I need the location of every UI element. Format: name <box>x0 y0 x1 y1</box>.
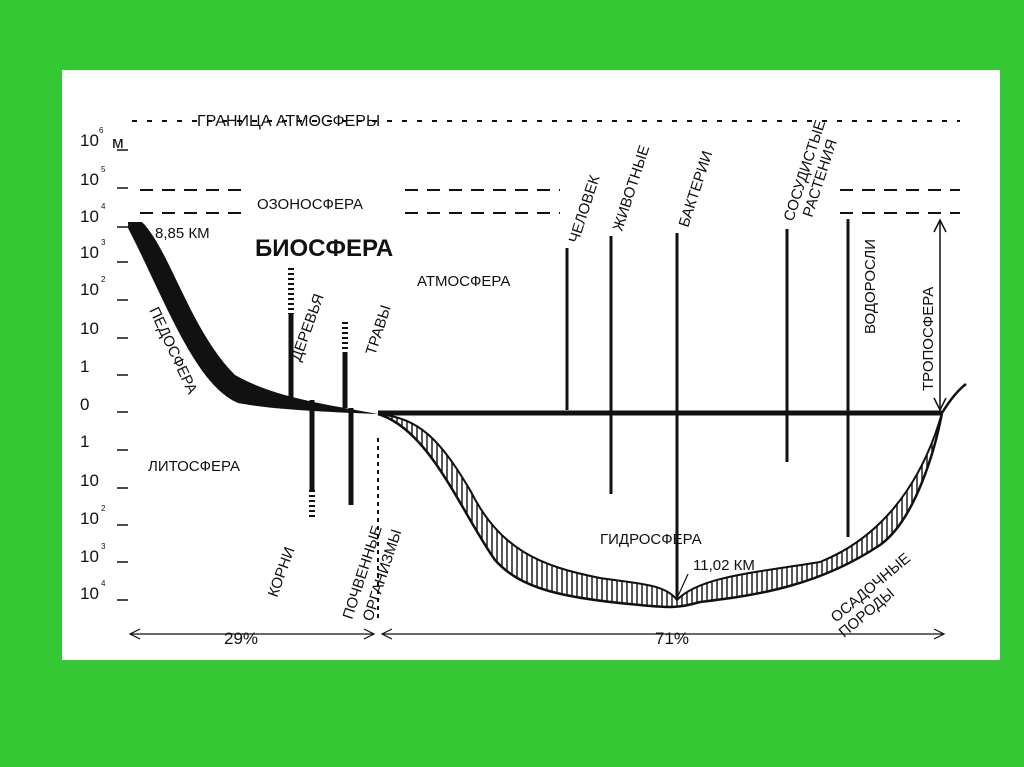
land-share-arrow-head-right <box>363 628 376 640</box>
lithosphere-label: ЛИТОСФЕРА <box>148 458 240 475</box>
sedimentary-rocks-band <box>377 412 943 608</box>
biosphere-title: БИОСФЕРА <box>255 235 393 262</box>
atmosphere-label: АТМОСФЕРА <box>417 273 510 290</box>
y-tick-label: 10 <box>80 207 99 226</box>
mountain-height-label: 8,85 КМ <box>155 225 210 242</box>
y-tick-label: 10 <box>80 131 99 150</box>
trees-label: ДЕРЕВЬЯ <box>288 292 328 364</box>
algae-label: ВОДОРОСЛИ <box>862 239 879 334</box>
ocean-depth-label: 11,02 КМ <box>693 557 755 574</box>
y-tick-exponent: 5 <box>101 165 106 174</box>
roots-label: КОРНИ <box>265 545 299 600</box>
y-tick-label: 10 <box>80 280 99 299</box>
land-share-arrow-head-left <box>128 628 141 640</box>
y-tick-label: 10 <box>80 509 99 528</box>
diagram-panel: 10 6 м 10 5 10 4 10 3 10 2 10 1 0 1 10 1… <box>62 70 1000 660</box>
sea-floor-bedrock-line <box>377 383 967 609</box>
grasses-label: ТРАВЫ <box>363 303 395 357</box>
troposphere-label: ТРОПОСФЕРА <box>920 287 937 391</box>
ocean-share-arrow-head-right <box>933 628 946 640</box>
animals-label: ЖИВОТНЫЕ <box>610 143 654 233</box>
y-axis-ticks <box>117 149 128 601</box>
y-tick-label: 10 <box>80 584 99 603</box>
y-axis-unit: м <box>112 133 124 152</box>
y-tick-exponent: 6 <box>99 126 104 135</box>
y-axis-labels: 10 6 м 10 5 10 4 10 3 10 2 10 1 0 1 10 1… <box>80 126 124 603</box>
y-tick-exponent: 4 <box>101 202 106 211</box>
y-tick-exponent: 3 <box>101 542 106 551</box>
ocean-bottom-line <box>377 412 943 602</box>
y-tick-exponent: 2 <box>101 504 106 513</box>
bacteria-label: БАКТЕРИИ <box>676 149 717 229</box>
troposphere-arrow-head-bottom <box>933 397 947 412</box>
y-tick-label: 10 <box>80 170 99 189</box>
human-label: ЧЕЛОВЕК <box>566 173 604 245</box>
y-tick-label: 10 <box>80 547 99 566</box>
troposphere-arrow-head-top <box>933 218 947 233</box>
y-tick-exponent: 3 <box>101 238 106 247</box>
y-tick-label: 0 <box>80 395 89 414</box>
biosphere-diagram: 10 6 м 10 5 10 4 10 3 10 2 10 1 0 1 10 1… <box>80 113 967 648</box>
atmosphere-boundary-label: ГРАНИЦА АТМОСФЕРЫ <box>197 113 380 130</box>
ocean-depth-pointer <box>677 573 689 597</box>
land-share-label: 29% <box>224 629 258 648</box>
y-tick-label: 10 <box>80 243 99 262</box>
y-tick-exponent: 4 <box>101 579 106 588</box>
hydrosphere-label: ГИДРОСФЕРА <box>600 531 702 548</box>
y-tick-label: 1 <box>80 432 89 451</box>
ocean-share-arrow-head-left <box>380 628 393 640</box>
y-tick-label: 10 <box>80 471 99 490</box>
y-tick-exponent: 2 <box>101 275 106 284</box>
pedosphere-band <box>128 222 378 414</box>
ocean-share-label: 71% <box>655 629 689 648</box>
y-tick-label: 1 <box>80 357 89 376</box>
ozonosphere-label: ОЗОНОСФЕРА <box>257 196 363 213</box>
y-tick-label: 10 <box>80 319 99 338</box>
